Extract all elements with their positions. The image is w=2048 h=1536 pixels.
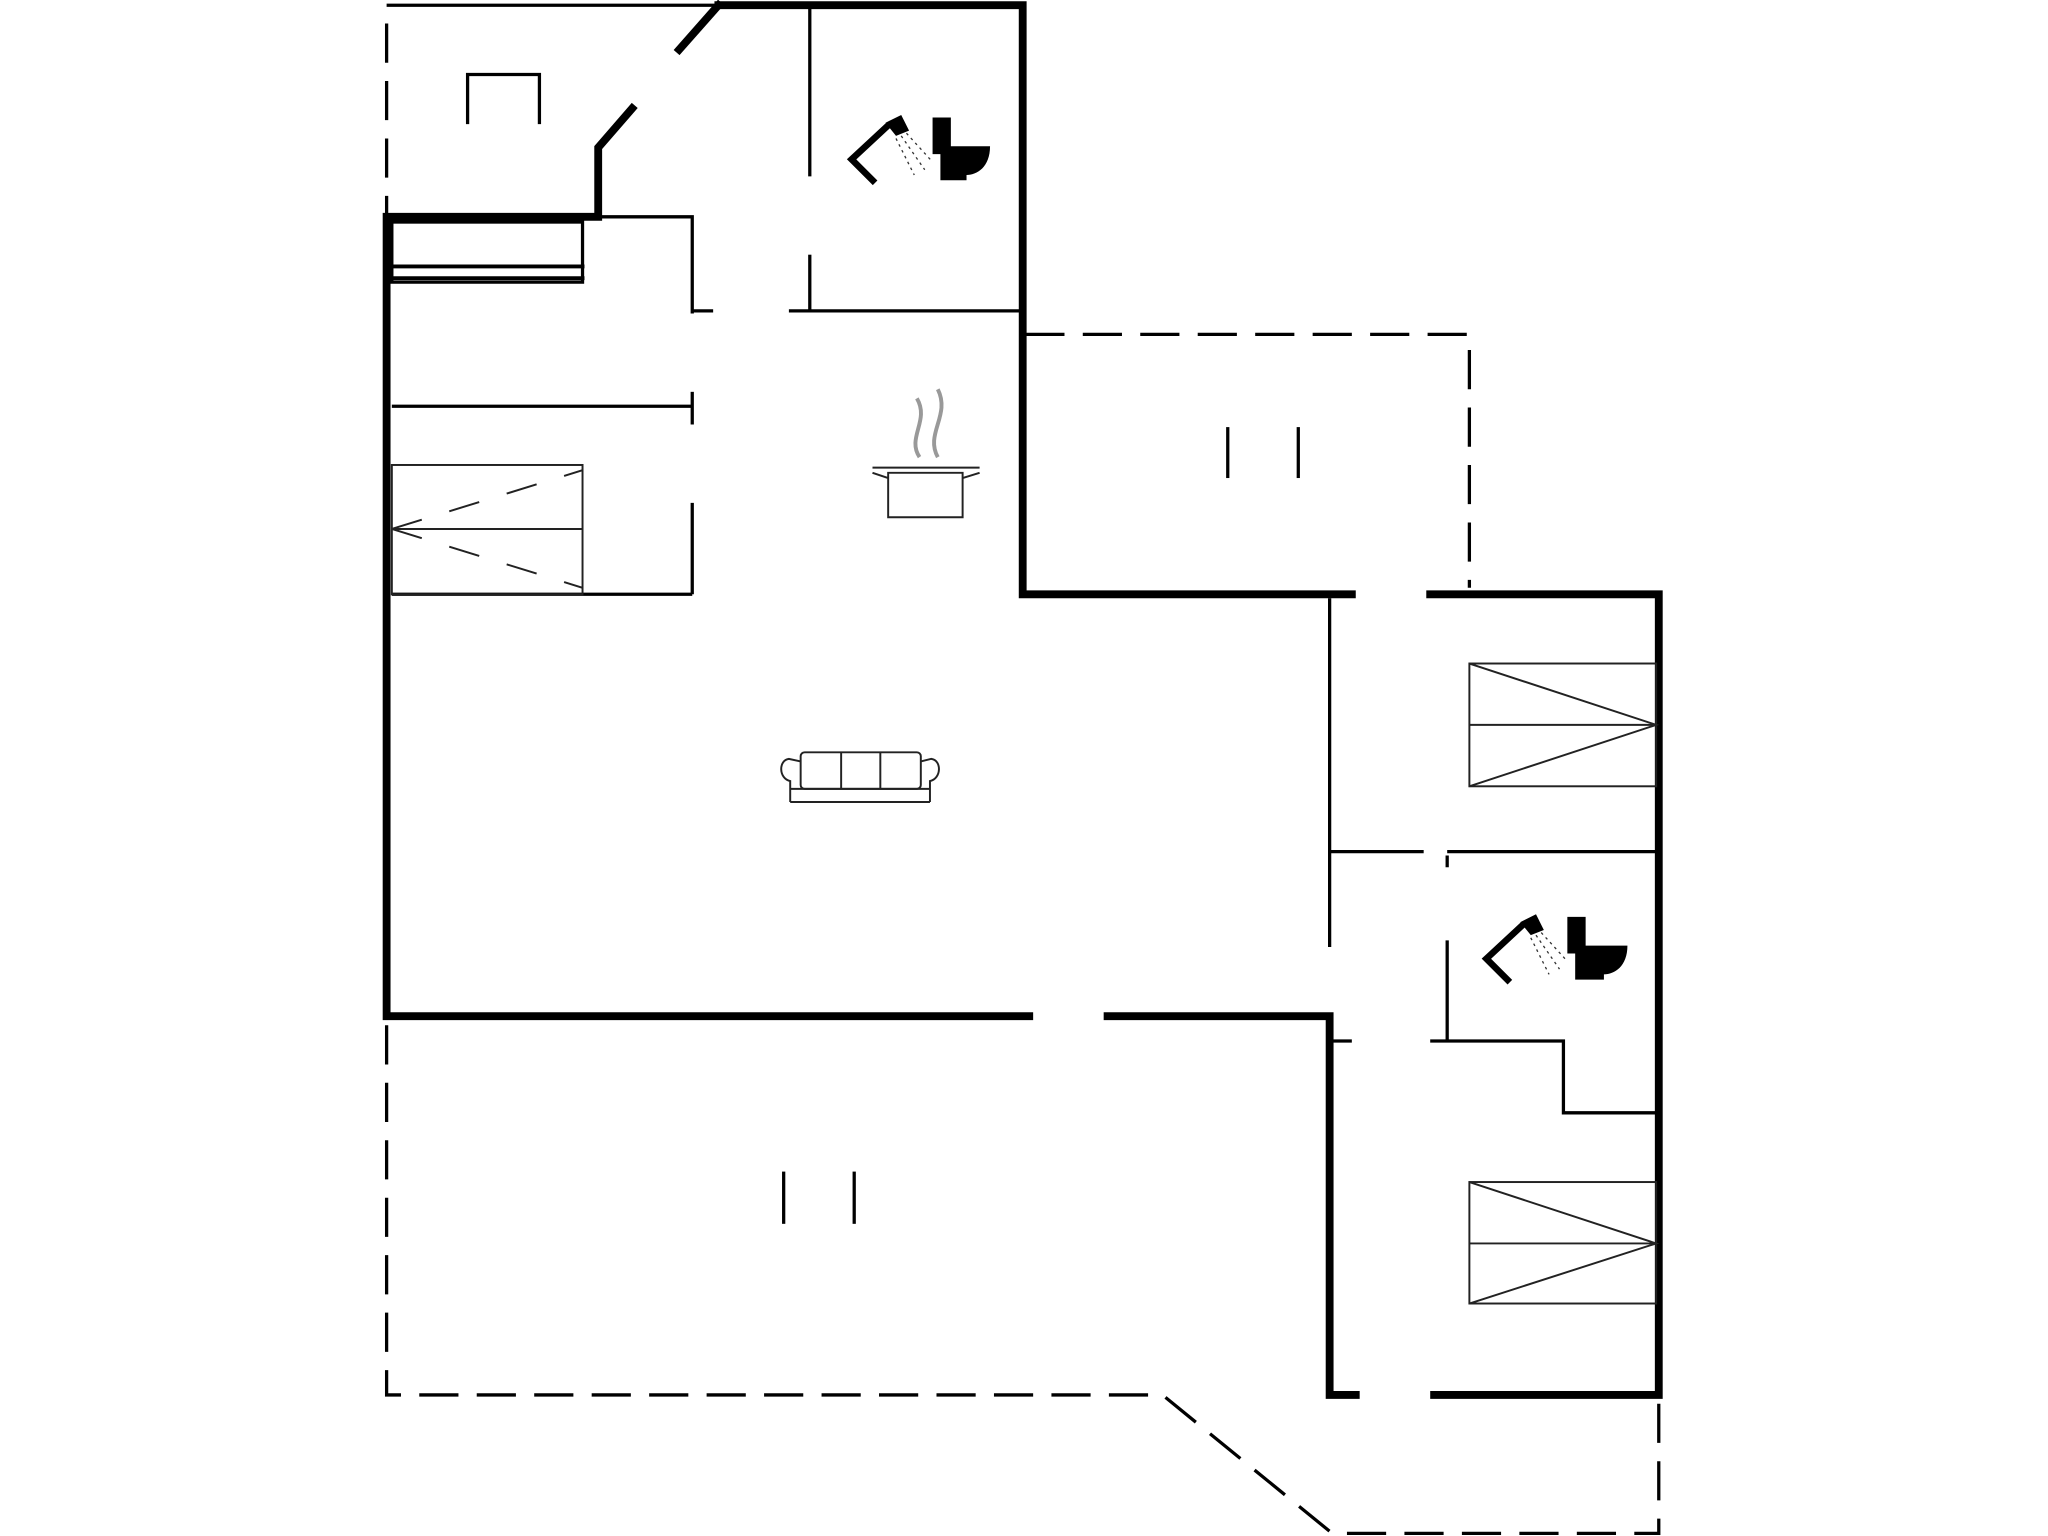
- toilet-icon: [1567, 916, 1628, 980]
- toilet-icon: [932, 117, 991, 181]
- terrace-outlines: [384, 23, 1661, 1536]
- bunk-bed-icon: [390, 464, 584, 596]
- double-bed-icon: [1468, 662, 1660, 788]
- double-bed-icon: [1468, 1181, 1660, 1305]
- chairs-icon: [782, 1171, 856, 1224]
- shower-icon: [846, 114, 934, 186]
- sofa-icon: [780, 751, 940, 803]
- door-mat-icon: [465, 72, 542, 125]
- exterior-walls: [382, 0, 1663, 1399]
- cooking-pot-icon: [872, 388, 980, 519]
- closet-icon: [389, 220, 585, 284]
- chairs-icon: [1226, 427, 1300, 479]
- shower-icon: [1481, 914, 1568, 985]
- interior-walls: [386, 3, 1659, 1115]
